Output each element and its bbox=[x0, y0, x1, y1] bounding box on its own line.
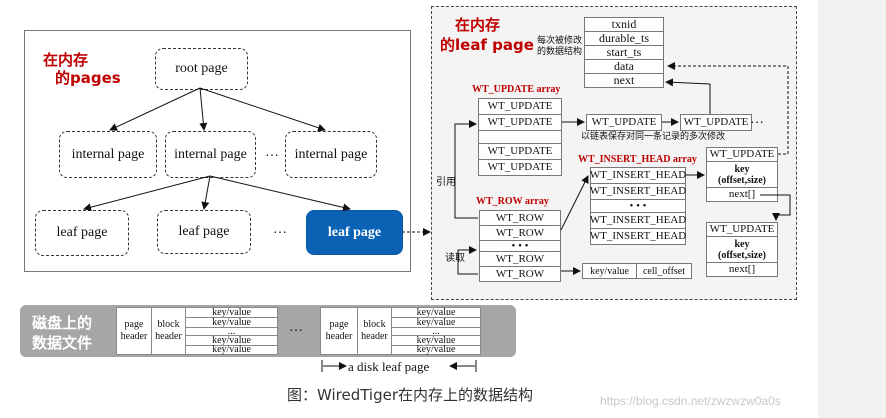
disk-label-1: 磁盘上的 bbox=[32, 314, 93, 332]
row-cell-key-value: key/value bbox=[582, 263, 637, 279]
disk-label-2: 数据文件 bbox=[32, 334, 93, 352]
update-field-start-ts: start_ts bbox=[584, 45, 664, 60]
disk-ellipsis: … bbox=[289, 320, 303, 335]
row-array-title: WT_ROW array bbox=[476, 196, 549, 207]
right-gutter bbox=[818, 0, 886, 418]
modified-note-2: 的数据结构 bbox=[537, 47, 583, 57]
edge-next-dashed bbox=[667, 62, 789, 155]
edge-root-internal-2 bbox=[199, 87, 208, 131]
disk-page-header-1-l2: header bbox=[120, 331, 148, 342]
disk-block-header-1: block header bbox=[151, 307, 186, 355]
disk-span-label: a disk leaf page bbox=[348, 359, 430, 374]
read-label: 读取 bbox=[445, 253, 465, 264]
insert-node-1-key-label: key bbox=[734, 163, 750, 175]
row-item-4: WT_ROW bbox=[479, 251, 561, 267]
insert-node-2-key: key (offset,size) bbox=[706, 236, 778, 263]
edge-node-next bbox=[760, 194, 791, 221]
insert-head-item-5: WT_INSERT_HEAD bbox=[590, 228, 686, 245]
internal-page-node-1: internal page bbox=[59, 131, 157, 178]
chain-update-1: WT_UPDATE bbox=[586, 114, 662, 131]
insert-node-2-next: next[] bbox=[706, 262, 778, 277]
chain-ellipsis: … bbox=[750, 112, 764, 127]
ref-label: 引用 bbox=[436, 177, 456, 188]
disk-block-header-1-l1: block bbox=[157, 319, 180, 330]
insert-node-1-key-sub: (offset,size) bbox=[717, 174, 767, 186]
leaf-ellipsis: … bbox=[273, 222, 287, 237]
row-item-5: WT_ROW bbox=[479, 266, 561, 282]
internal-ellipsis: … bbox=[265, 145, 279, 160]
insert-node-2-key-sub: (offset,size) bbox=[717, 249, 767, 261]
update-array-item-5: WT_UPDATE bbox=[478, 159, 562, 176]
edge-internal-leaf-2 bbox=[201, 175, 211, 210]
edge-chain-to-struct-2 bbox=[665, 78, 711, 87]
leaf-page-node-2: leaf page bbox=[157, 210, 251, 254]
update-array-title: WT_UPDATE array bbox=[472, 84, 561, 95]
internal-page-node-2: internal page bbox=[165, 131, 256, 178]
watermark: https://blog.csdn.net/zwzwzw0a0s bbox=[600, 394, 781, 408]
edge-row-to-insert-head bbox=[560, 175, 589, 231]
edge-internal-leaf-3 bbox=[209, 175, 351, 212]
edge-root-internal-1 bbox=[109, 87, 201, 131]
internal-page-node-3: internal page bbox=[285, 131, 377, 178]
disk-kv-2-5: key/value bbox=[391, 344, 481, 355]
edge-read bbox=[457, 246, 478, 275]
disk-page-header-2-l2: header bbox=[325, 331, 353, 342]
leaf-page-node-1: leaf page bbox=[35, 210, 129, 256]
leaf-page-node-highlighted: leaf page bbox=[306, 210, 403, 255]
chain-note: 以链表保存对同一条记录的多次修改 bbox=[581, 132, 726, 142]
memory-pages-label-2: 的pages bbox=[55, 69, 121, 87]
disk-kv-1-5: key/value bbox=[185, 344, 278, 355]
memory-pages-label-1: 在内存 bbox=[43, 51, 89, 69]
disk-block-header-1-l2: header bbox=[155, 331, 182, 342]
figure-caption: 图：WiredTiger在内存上的数据结构 bbox=[286, 386, 534, 404]
leaf-mem-label-2: 的leaf page bbox=[440, 36, 534, 54]
row-cell-offset: cell_offset bbox=[636, 263, 692, 279]
update-field-next: next bbox=[584, 73, 664, 88]
leaf-mem-label-1: 在内存 bbox=[455, 16, 501, 34]
insert-node-2-key-label: key bbox=[734, 238, 750, 250]
disk-block-header-2-l1: block bbox=[363, 319, 386, 330]
insert-head-title: WT_INSERT_HEAD array bbox=[578, 154, 697, 165]
disk-page-header-1-l1: page bbox=[124, 319, 144, 330]
root-page-node: root page bbox=[155, 48, 248, 90]
edge-root-internal-3 bbox=[199, 87, 326, 132]
edge-internal-leaf-1 bbox=[83, 175, 211, 212]
edge-row-to-update bbox=[454, 120, 478, 219]
modified-note-1: 每次被修改 bbox=[537, 36, 583, 46]
chain-update-2: WT_UPDATE bbox=[680, 114, 752, 131]
disk-page-header-2-l1: page bbox=[329, 319, 349, 330]
disk-block-header-2-l2: header bbox=[361, 331, 388, 342]
disk-page-header-2: page header bbox=[320, 307, 358, 355]
